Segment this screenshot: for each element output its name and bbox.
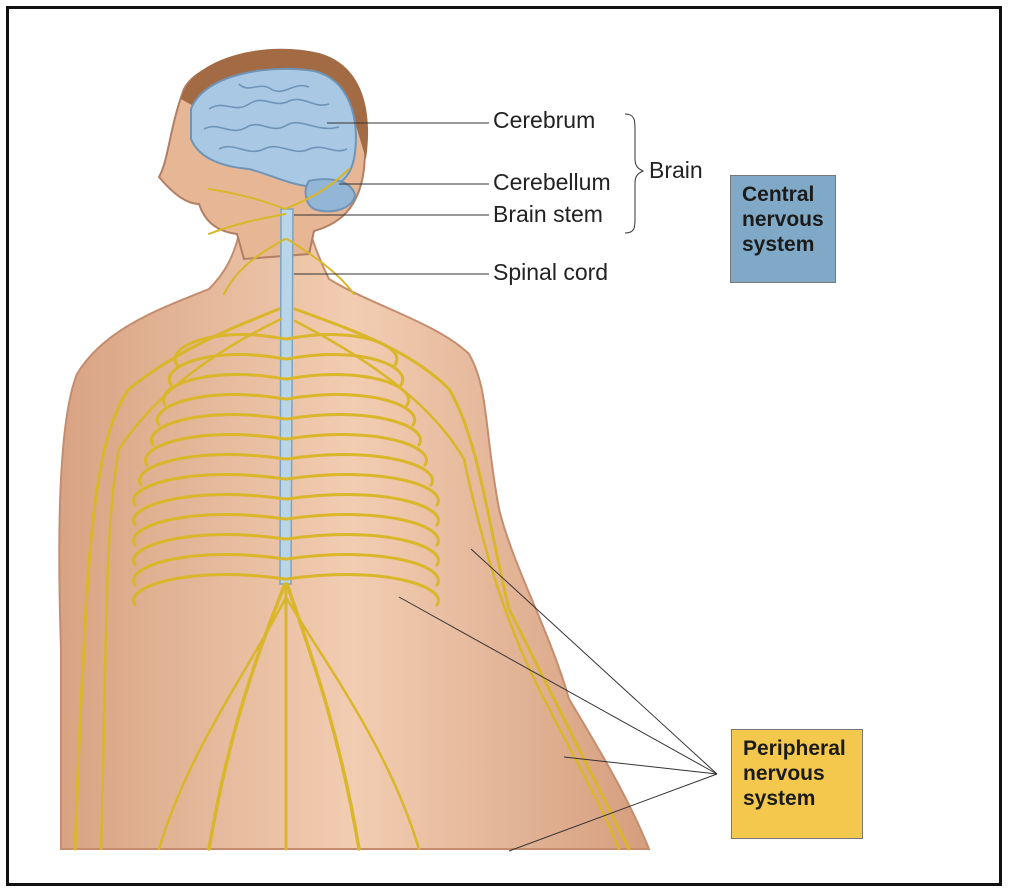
central-line-2: nervous	[742, 207, 835, 232]
peripheral-nervous-system-box: Peripheral nervous system	[731, 729, 863, 839]
peripheral-line-3: system	[743, 786, 862, 811]
peripheral-line-1: Peripheral	[743, 736, 862, 761]
label-brain: Brain	[649, 157, 703, 184]
central-nervous-system-box: Central nervous system	[730, 175, 836, 283]
body-silhouette	[59, 229, 649, 849]
label-cerebellum: Cerebellum	[493, 169, 611, 196]
central-line-1: Central	[742, 182, 835, 207]
label-cerebrum: Cerebrum	[493, 107, 595, 134]
peripheral-line-2: nervous	[743, 761, 862, 786]
label-spinal-cord: Spinal cord	[493, 259, 608, 286]
label-brain-stem: Brain stem	[493, 201, 603, 228]
figure-frame: Cerebrum Cerebellum Brain stem Brain Spi…	[6, 6, 1002, 886]
spinal-cord-shape	[280, 209, 293, 584]
central-line-3: system	[742, 232, 835, 257]
